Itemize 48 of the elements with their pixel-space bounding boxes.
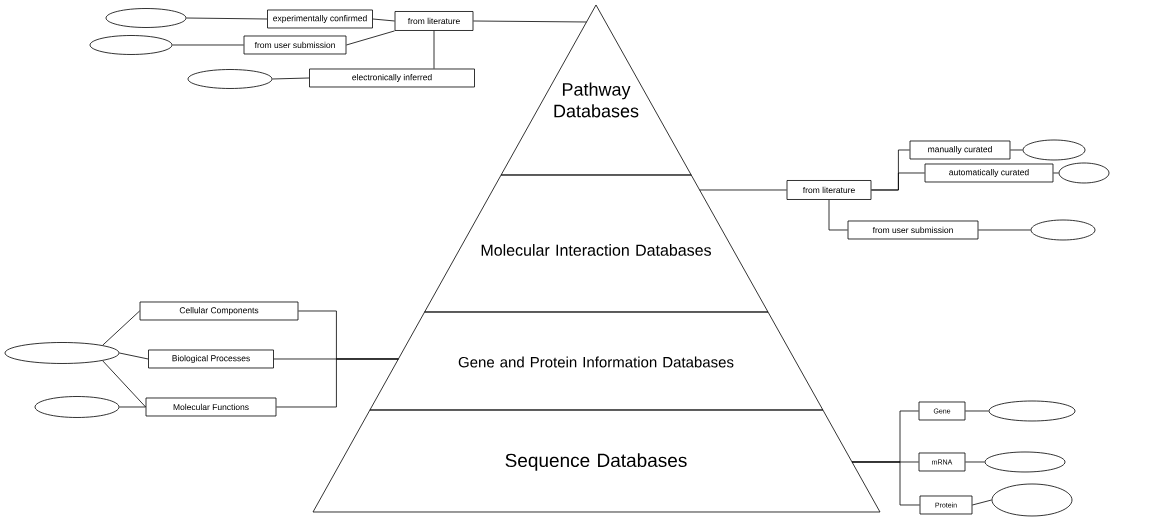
connector-line [186,17,268,20]
connector-line [276,358,399,408]
example-ellipse [4,342,120,364]
connector-line [965,461,985,463]
connector-line [372,18,395,22]
connector-line [119,352,149,360]
example-ellipse [1030,219,1096,241]
connector-line [1010,149,1023,151]
connector-line [871,172,925,191]
connector-line [102,360,146,408]
example-ellipse [984,451,1066,473]
label-box: from user submission [243,35,347,55]
example-ellipse [1022,139,1086,161]
connector-line [346,30,395,46]
connector-line [102,310,140,346]
label-box: from user submission [847,220,979,240]
connector-line [972,499,992,506]
label-box: Molecular Functions [145,397,277,417]
example-ellipse [89,35,173,55]
connector-line [473,20,587,23]
connector-line [172,44,244,46]
pyramid-band: Pathway Databases [500,4,692,176]
label-box: experimentally confirmed [267,9,373,29]
pyramid-band: Sequence Databases [312,409,881,513]
label-box: manually curated [909,140,1011,160]
connector-line [851,461,920,506]
connector-line [119,406,146,408]
label-box: Biological Processes [148,349,274,369]
label-box: from literature [394,11,474,31]
label-box: from literature [786,180,872,200]
connector-line [828,199,848,231]
connector-line [272,77,310,80]
example-ellipse [34,396,120,418]
pyramid-band: Gene and Protein Information Databases [369,311,824,411]
example-ellipse [105,8,187,28]
connector-line [1053,172,1059,174]
example-ellipse [1058,162,1110,184]
example-ellipse [187,69,273,89]
connector-line [965,410,989,412]
label-box: electronically inferred [309,68,475,88]
connector-line [978,229,1031,231]
label-box: Cellular Components [139,301,299,321]
connector-line [433,30,435,69]
label-box: automatically curated [924,163,1054,183]
connector-line [699,189,787,191]
example-ellipse [988,400,1076,422]
example-ellipse [991,483,1073,517]
pyramid-band: Molecular Interaction Databases [424,174,769,313]
